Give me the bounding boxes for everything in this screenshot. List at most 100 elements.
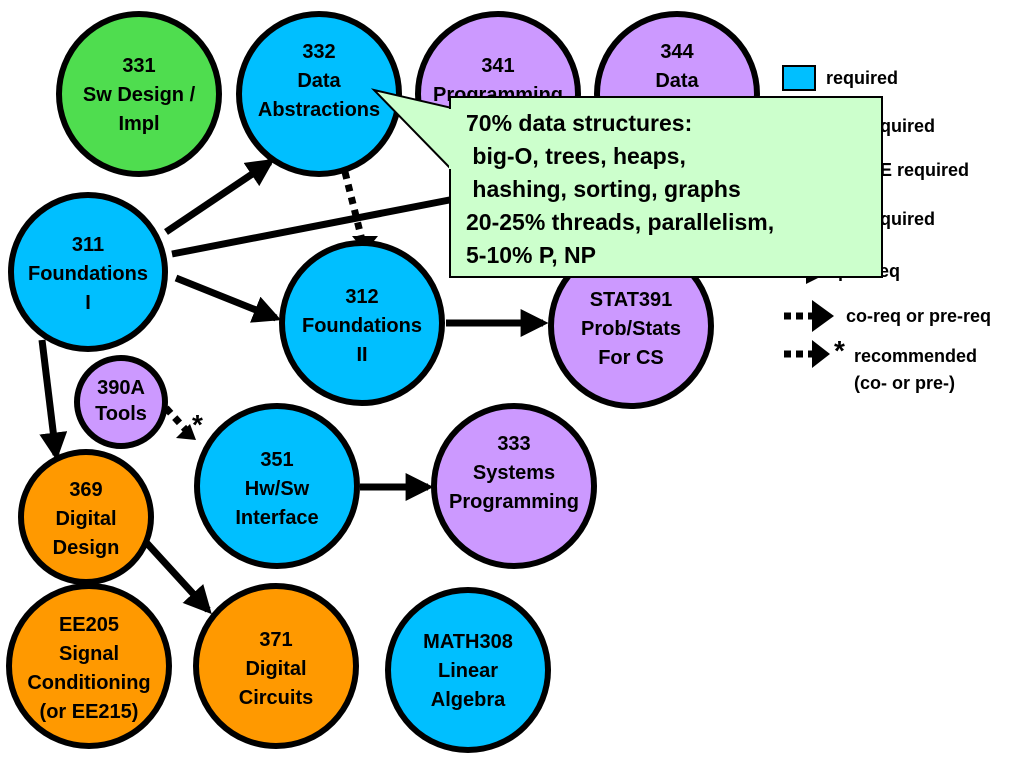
node-ee205-label-line: Conditioning <box>27 672 150 694</box>
node-332-label-line: 332 <box>302 41 335 63</box>
edge-369-371 <box>141 537 212 615</box>
legend-recommended-arrow <box>812 340 830 368</box>
node-371-label-line: Digital <box>245 658 306 680</box>
node-331-circle <box>56 11 222 177</box>
node-332-label-line: Abstractions <box>258 99 380 121</box>
node-312-circle <box>279 240 445 406</box>
node-ee205-label-line: EE205 <box>59 614 119 636</box>
callout-text-line: 70% data structures: <box>466 110 692 136</box>
callout-box <box>449 96 883 278</box>
callout-332: 70% data structures: big-O, trees, heaps… <box>370 88 883 278</box>
node-math308-label-line: MATH308 <box>423 631 513 653</box>
node-312-label-line: II <box>356 344 367 366</box>
node-344-label-line: 344 <box>660 41 694 63</box>
callout-text-line: hashing, sorting, graphs <box>466 176 741 202</box>
node-369-circle <box>18 449 154 585</box>
node-312-label-line: Foundations <box>302 315 422 337</box>
node-351-label-line: Hw/Sw <box>245 478 310 500</box>
edge-311-332 <box>164 158 275 235</box>
node-333-label-line: Programming <box>449 491 579 513</box>
node-311-label-line: Foundations <box>28 263 148 285</box>
legend-required-label: required <box>826 68 898 88</box>
edge-390a-351-star: * <box>192 409 203 440</box>
edge-311-upper-right <box>171 192 471 258</box>
node-390a-label-line: 390A <box>97 377 145 399</box>
node-math308-circle <box>385 587 551 753</box>
node-351-label-line: Interface <box>235 507 318 529</box>
node-351-circle <box>194 403 360 569</box>
legend-recommended-star: * <box>834 335 845 366</box>
callout-text-line: 20-25% threads, parallelism, <box>466 209 774 235</box>
node-ee205-circle <box>6 583 172 749</box>
node-311-label-line: 311 <box>72 234 104 256</box>
node-stat391-label-line: Prob/Stats <box>581 318 681 340</box>
node-ee205-label-line: (or EE215) <box>40 701 139 723</box>
node-390a-circle <box>74 355 168 449</box>
legend-item2-label: quired <box>880 116 935 136</box>
node-stat391-label-line: For CS <box>598 347 664 369</box>
node-311-circle <box>8 192 168 352</box>
node-stat391-label-line: STAT391 <box>590 289 673 311</box>
callout-text-line: 5-10% P, NP <box>466 242 596 268</box>
node-369-label-line: Design <box>53 537 120 559</box>
node-math308-label-line: Linear <box>438 660 498 682</box>
edge-332-312-coreq <box>341 171 366 241</box>
node-371-label-line: Circuits <box>239 687 313 709</box>
node-331-label-line: Sw Design / <box>83 84 196 106</box>
edge-311-369 <box>38 339 68 461</box>
legend-required-swatch <box>782 65 816 91</box>
legend-item4-label: quired <box>880 209 935 229</box>
callout-seam-cover <box>449 109 453 169</box>
node-math308-label-line: Algebra <box>431 689 506 711</box>
legend-recommended-label: recommended <box>854 346 977 366</box>
node-341-label-line: 341 <box>481 55 514 77</box>
node-332-circle <box>236 11 402 177</box>
node-331-label-line: Impl <box>118 113 159 135</box>
node-371-circle <box>193 583 359 749</box>
node-333-circle <box>431 403 597 569</box>
edges: * <box>38 158 549 615</box>
edge-311-312 <box>174 274 282 323</box>
node-312-label-line: 312 <box>345 286 378 308</box>
node-371-label-line: 371 <box>259 629 292 651</box>
node-351-label-line: 351 <box>260 449 293 471</box>
callout-text: 70% data structures: big-O, trees, heaps… <box>466 110 774 268</box>
node-369-label-line: 369 <box>69 479 102 501</box>
node-332-label-line: Data <box>297 70 341 92</box>
node-344-label-line: Data <box>655 70 699 92</box>
legend-item3-label: E required <box>880 160 969 180</box>
node-333-label-line: Systems <box>473 462 555 484</box>
callout-text-line: big-O, trees, heaps, <box>466 143 686 169</box>
node-ee205-label-line: Signal <box>59 643 119 665</box>
edge-390a-351-arrowhead <box>176 424 196 440</box>
node-369-label-line: Digital <box>55 508 116 530</box>
legend-coreq-label: co-req or pre-req <box>846 306 991 326</box>
